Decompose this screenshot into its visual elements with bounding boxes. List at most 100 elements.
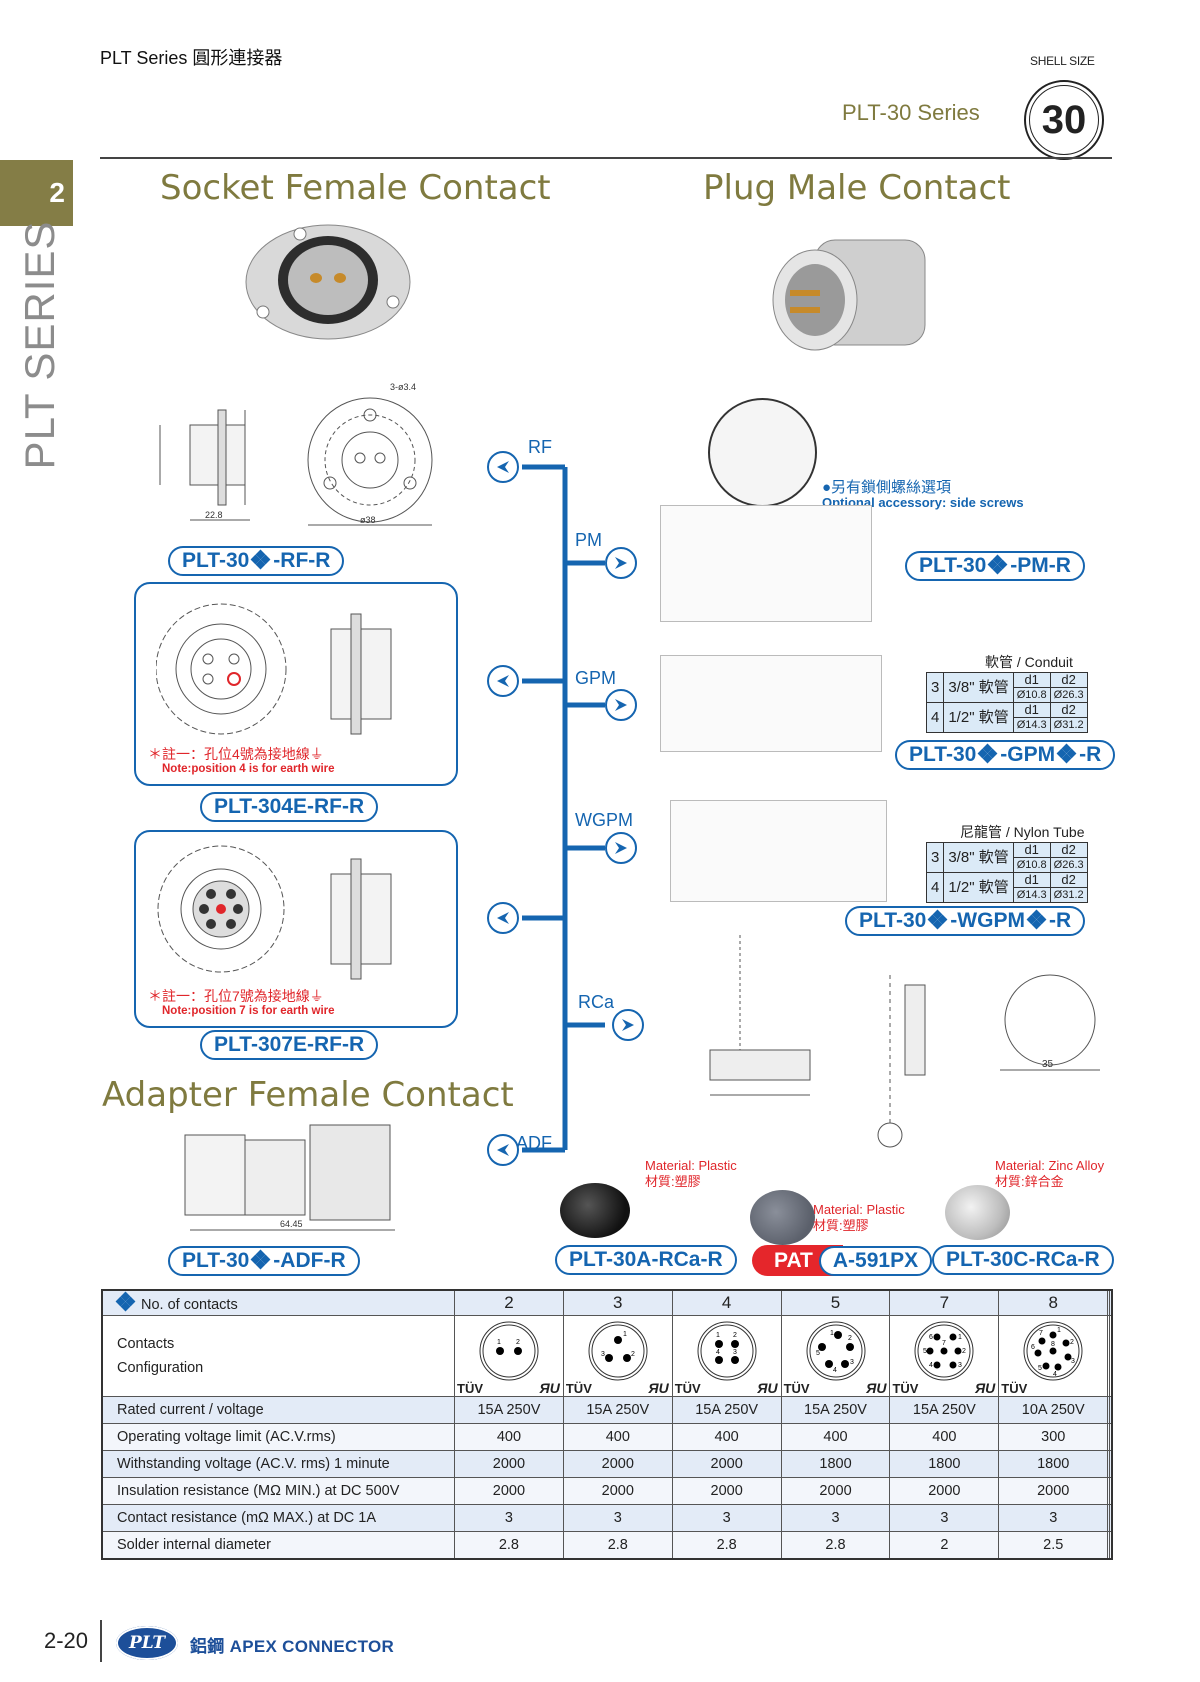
cell: 2.8 <box>454 1531 564 1560</box>
empty-cell <box>1108 1315 1113 1397</box>
cell: 400 <box>671 1423 782 1451</box>
d1-value: Ø10.8 <box>1012 857 1051 873</box>
nav-rf-left-arrow-icon[interactable] <box>487 451 519 483</box>
svg-text:3: 3 <box>958 1362 962 1369</box>
cell: 2000 <box>671 1477 782 1505</box>
svg-text:1: 1 <box>716 1332 720 1339</box>
cell: 10A 250V <box>998 1396 1109 1424</box>
cell: 400 <box>889 1423 1000 1451</box>
part-number-rca-c: PLT-30C-RCa-R <box>932 1245 1114 1275</box>
svg-text:4: 4 <box>833 1367 837 1374</box>
nav-wgpm-right-arrow-icon[interactable] <box>605 832 637 864</box>
variant-diamond-icon <box>977 743 998 764</box>
cell: 1800 <box>998 1450 1109 1478</box>
svg-text:4: 4 <box>1053 1371 1057 1378</box>
svg-text:2: 2 <box>1070 1339 1074 1346</box>
col-head: 3 <box>562 1289 673 1316</box>
cap-a-photo <box>560 1183 630 1238</box>
spec-header-row: No. of contacts 2 3 4 5 7 8 <box>101 1289 1113 1316</box>
material-zh: 材質:塑膠 <box>813 1218 869 1233</box>
part-number-rf-7e: PLT-307E-RF-R <box>200 1030 379 1060</box>
cell: 15A 250V <box>562 1396 673 1424</box>
nav-pm-right-arrow-icon[interactable] <box>605 547 637 579</box>
socket-photo <box>243 222 413 342</box>
svg-text:1: 1 <box>830 1330 834 1337</box>
part-number-adf: PLT-30-ADF-R <box>168 1246 360 1276</box>
d1-label: d1 <box>1012 702 1051 718</box>
row-label: Withstanding voltage (AC.V. rms) 1 minut… <box>101 1450 455 1478</box>
part-suffix: -RF-R <box>273 549 331 572</box>
note-pos4-en: Note:position 4 is for earth wire <box>162 763 335 775</box>
col-head: 7 <box>889 1289 1000 1316</box>
ul-mark-icon: ЯU <box>974 1380 996 1396</box>
cell: 2000 <box>454 1450 564 1478</box>
nylon-size: 1/2" 軟管 <box>943 872 1014 903</box>
nav-rca-right-arrow-icon[interactable] <box>612 1009 644 1041</box>
nav-rf7-left-arrow-icon[interactable] <box>487 902 519 934</box>
shell-size-label: SHELL SIZE <box>1030 54 1095 68</box>
nav-rf4-left-arrow-icon[interactable] <box>487 665 519 697</box>
d2-label: d2 <box>1049 872 1088 888</box>
cell: 2000 <box>562 1477 673 1505</box>
d2-label: d2 <box>1049 842 1088 858</box>
tuv-mark-icon: TÜV <box>1001 1381 1028 1396</box>
d1-value: Ø14.3 <box>1012 887 1051 903</box>
rf-4pin-panel: ＊註一：孔位4號為接地線⏚ Note:position 4 is for ear… <box>134 582 458 786</box>
cell: 400 <box>454 1423 564 1451</box>
rf-7pin-panel: ＊註一：孔位7號為接地線⏚ Note:position 7 is for ear… <box>134 830 458 1028</box>
d2-value: Ø31.2 <box>1049 887 1088 903</box>
config-label-2: Configuration <box>117 1360 204 1376</box>
d1-value: Ø14.3 <box>1012 717 1051 733</box>
conduit-code: 4 <box>925 702 945 733</box>
conduit-code: 3 <box>925 672 945 703</box>
branch-label-rca: RCa <box>578 992 615 1012</box>
tuv-mark-icon: TÜV <box>892 1381 919 1396</box>
adapter-dimension-drawing: 64.45 <box>165 1120 455 1240</box>
cell: 3 <box>671 1504 782 1532</box>
part-prefix: PLT-30 <box>919 554 987 577</box>
col-head: 4 <box>671 1289 782 1316</box>
variant-diamond-icon <box>250 1249 271 1270</box>
col-head: 2 <box>454 1289 564 1316</box>
branch-label-rf: RF <box>528 437 552 457</box>
d2-value: Ø31.2 <box>1049 717 1088 733</box>
conduit-size: 1/2" 軟管 <box>943 702 1014 733</box>
svg-text:1: 1 <box>623 1331 627 1338</box>
d2-label: d2 <box>1049 672 1088 688</box>
cell: 3 <box>889 1504 1000 1532</box>
nylon-title: 尼龍管 / Nylon Tube <box>960 824 1085 840</box>
cell: 400 <box>780 1423 891 1451</box>
cell: 2000 <box>998 1477 1109 1505</box>
variant-diamond-icon <box>987 554 1008 575</box>
svg-text:6: 6 <box>1031 1344 1035 1351</box>
branch-label-adf: ADF <box>516 1133 552 1153</box>
spec-row: Withstanding voltage (AC.V. rms) 1 minut… <box>101 1450 1113 1478</box>
cell: 3 <box>780 1504 891 1532</box>
row-label: Operating voltage limit (AC.V.rms) <box>101 1423 455 1451</box>
spec-row: Insulation resistance (MΩ MIN.) at DC 50… <box>101 1477 1113 1505</box>
branch-label-wgpm: WGPM <box>575 810 633 830</box>
nav-gpm-right-arrow-icon[interactable] <box>605 689 637 721</box>
svg-text:1: 1 <box>1057 1327 1061 1334</box>
part-suffix: -ADF-R <box>273 1249 346 1272</box>
conduit-diamond-icon <box>1056 743 1077 764</box>
cell: 2.5 <box>998 1531 1109 1560</box>
svg-text:3: 3 <box>601 1351 605 1358</box>
pat-cap-photo <box>750 1190 815 1245</box>
svg-text:6: 6 <box>929 1334 933 1341</box>
material-en: Material: Zinc Alloy <box>995 1158 1105 1173</box>
nav-adf-left-arrow-icon[interactable] <box>487 1134 519 1166</box>
svg-text:2: 2 <box>516 1339 520 1346</box>
svg-text:2: 2 <box>733 1332 737 1339</box>
header-label: No. of contacts <box>141 1296 238 1313</box>
d1-label: d1 <box>1012 872 1051 888</box>
socket-dimension-drawing: 22.8 ø38 3-ø3.4 <box>150 380 450 535</box>
row-label: Rated current / voltage <box>101 1396 455 1424</box>
header-divider <box>100 157 1112 159</box>
